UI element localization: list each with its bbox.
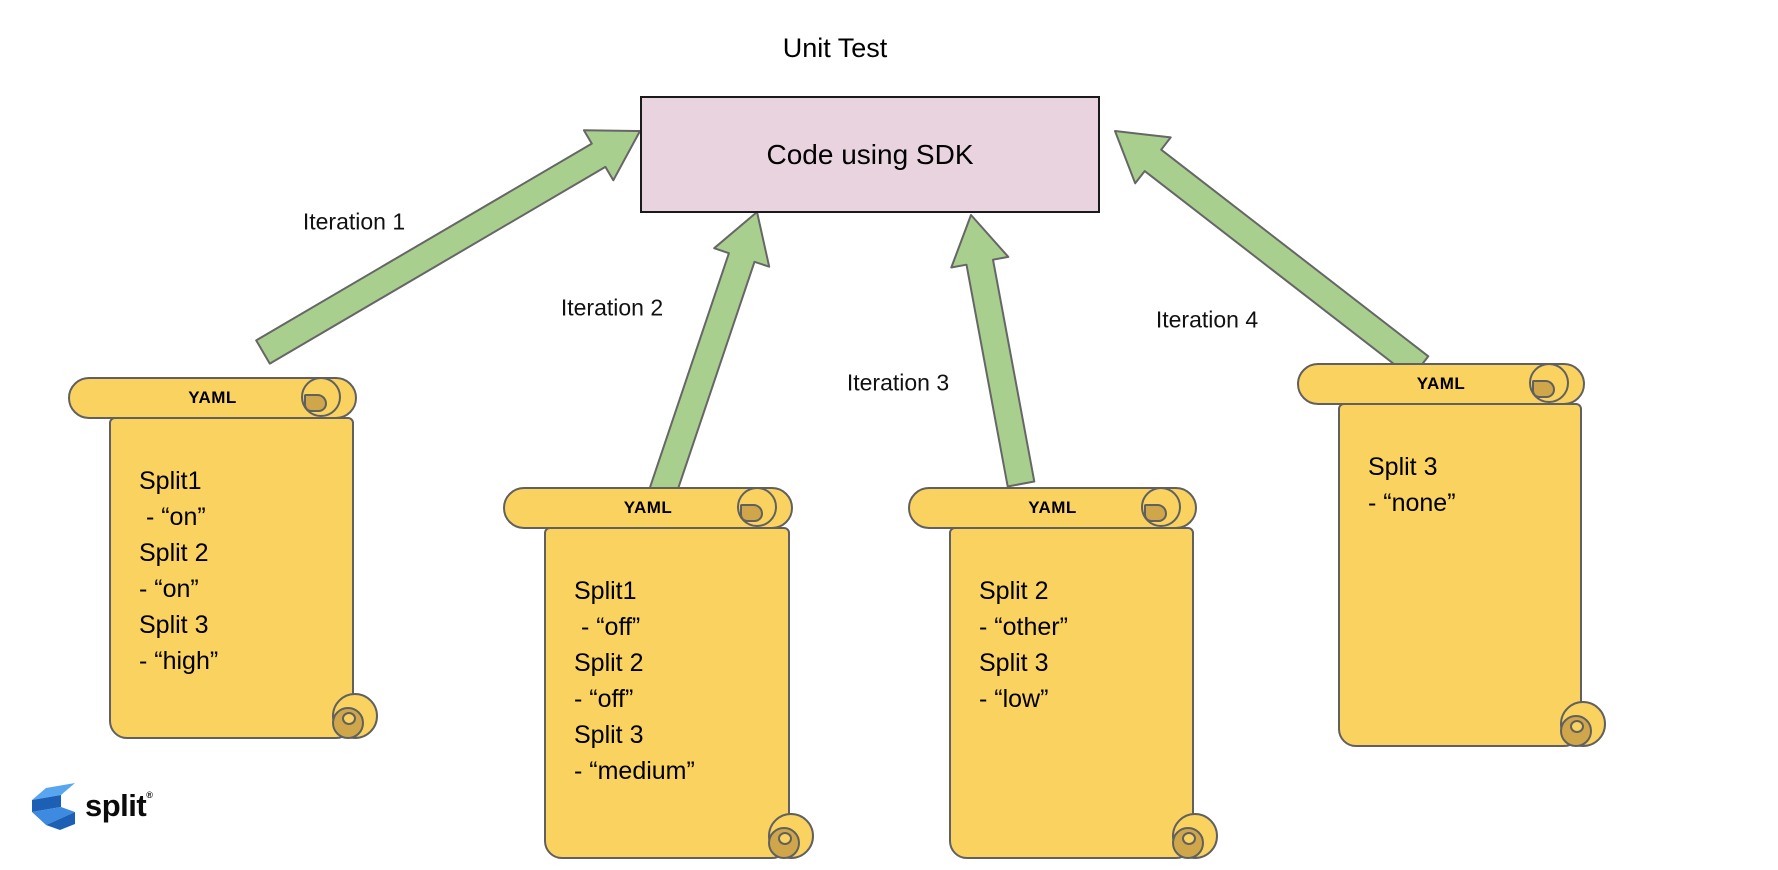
scroll-content: Split1 - “on” Split 2 - “on” Split 3 - “high… (139, 463, 346, 679)
scroll-header-label: YAML (1028, 498, 1077, 517)
scroll-line: Split 2 (574, 649, 644, 677)
scroll-line: Split 3 (139, 611, 209, 639)
scroll-banner: YAML (908, 487, 1197, 529)
page-title: Unit Test (782, 33, 888, 63)
scroll-banner-curl (737, 487, 777, 527)
scroll-line: - “none” (1368, 489, 1456, 517)
scroll-line: - “on” (139, 575, 199, 603)
scroll-line: - “off” (574, 685, 634, 713)
iteration-label-2: Iteration 2 (560, 294, 664, 321)
scroll-line: - “off” (574, 613, 641, 641)
yaml-scroll-4: Split 3 - “none” YAML (1297, 363, 1606, 747)
scroll-body: Split 3 - “none” (1338, 403, 1606, 747)
scroll-content: Split 2 - “other” Split 3 - “low” (979, 573, 1186, 717)
scroll-body: Split1 - “off” Split 2 - “off” Split 3 - “me… (544, 527, 814, 859)
scroll-bottom-curl (1172, 813, 1218, 859)
yaml-scroll-2: Split1 - “off” Split 2 - “off” Split 3 - “me… (503, 487, 814, 859)
sdk-box-label: Code using SDK (766, 138, 974, 170)
scroll-line: Split 3 (979, 649, 1049, 677)
yaml-scroll-1: Split1 - “on” Split 2 - “on” Split 3 - “high… (68, 377, 378, 739)
scroll-banner: YAML (68, 377, 357, 419)
trademark-symbol: ® (146, 790, 153, 800)
scroll-line: Split 3 (574, 721, 644, 749)
scroll-banner-curl (1529, 363, 1569, 403)
iteration-arrow-4 (1114, 130, 1430, 379)
split-logo: split® (30, 781, 153, 831)
scroll-banner-curl (301, 377, 341, 417)
iteration-label-3: Iteration 3 (846, 369, 950, 396)
iteration-arrow-2 (646, 211, 771, 506)
scroll-line: - “medium” (574, 757, 695, 785)
code-using-sdk-box: Code using SDK (640, 96, 1100, 213)
scroll-line: Split1 (139, 467, 202, 495)
iteration-label-1: Iteration 1 (302, 208, 406, 235)
iteration-arrow-3 (950, 214, 1036, 488)
scroll-banner: YAML (503, 487, 793, 529)
scroll-bottom-curl (332, 693, 378, 739)
scroll-banner-curl (1141, 487, 1181, 527)
scroll-line: - “on” (139, 503, 206, 531)
scroll-line: Split1 (574, 577, 637, 605)
scroll-line: Split 2 (139, 539, 209, 567)
scroll-line: - “low” (979, 685, 1049, 713)
scroll-line: - “other” (979, 613, 1068, 641)
scroll-line: Split 3 (1368, 453, 1438, 481)
scroll-header-label: YAML (623, 498, 673, 517)
iteration-label-4: Iteration 4 (1155, 306, 1259, 333)
split-logo-text: split® (85, 788, 153, 823)
scroll-header-label: YAML (188, 388, 237, 407)
scroll-body: Split1 - “on” Split 2 - “on” Split 3 - “high… (109, 417, 378, 739)
iteration-arrow-1 (255, 129, 641, 365)
scroll-body: Split 2 - “other” Split 3 - “low” (949, 527, 1218, 859)
split-logo-icon (32, 783, 75, 830)
scroll-bottom-curl (1560, 701, 1606, 747)
scroll-header-label: YAML (1416, 374, 1466, 393)
yaml-scroll-3: Split 2 - “other” Split 3 - “low” YAML (908, 487, 1218, 859)
scroll-banner: YAML (1297, 363, 1585, 405)
scroll-line: Split 2 (979, 577, 1049, 605)
scroll-bottom-curl (768, 813, 814, 859)
scroll-content: Split1 - “off” Split 2 - “off” Split 3 - “me… (574, 573, 782, 789)
scroll-line: - “high” (139, 647, 219, 675)
scroll-content: Split 3 - “none” (1368, 449, 1574, 521)
